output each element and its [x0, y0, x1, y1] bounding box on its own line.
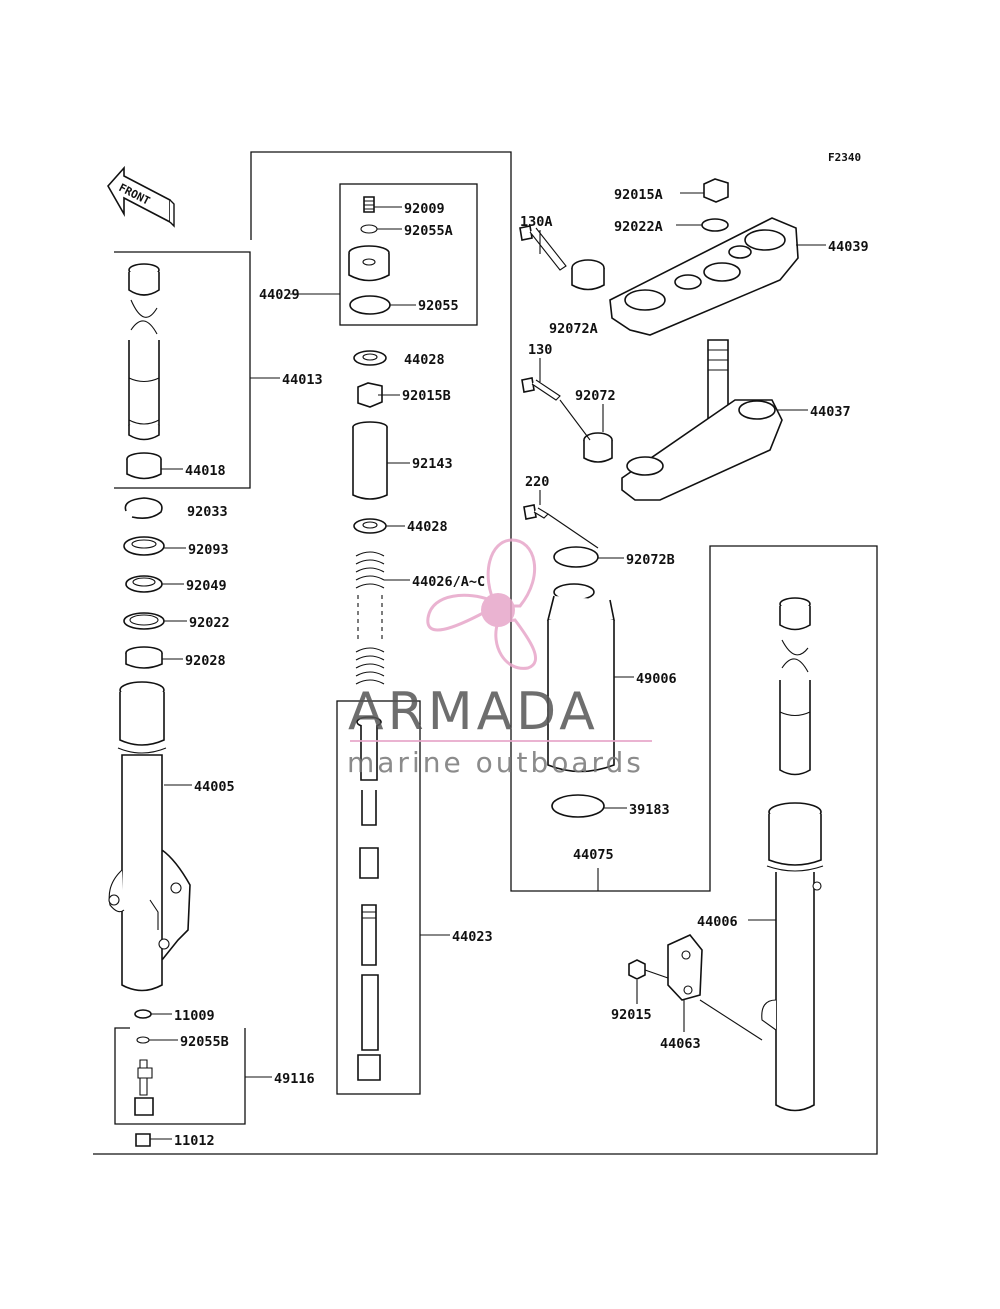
label-92072A: 92072A	[549, 321, 598, 337]
label-92143: 92143	[412, 456, 453, 472]
damper-rod-44023	[356, 716, 382, 1081]
label-92015A: 92015A	[614, 187, 663, 203]
bolt-220	[523, 504, 549, 520]
label-220: 220	[525, 474, 549, 490]
label-44026: 44026/A~C	[412, 574, 485, 590]
label-92055B: 92055B	[180, 1034, 229, 1050]
group-part-labels: 92009 92055A 44029 92055 44028 92015B 92…	[174, 187, 869, 1149]
drain-bolt-49116	[134, 1059, 154, 1116]
washer-92022A	[701, 218, 729, 232]
watermark: ARMADA marine outboards	[347, 538, 652, 779]
label-92022: 92022	[189, 615, 230, 631]
label-44028-upper: 44028	[404, 352, 445, 368]
o-ring-92055A	[360, 224, 378, 234]
bolt-130A	[519, 225, 567, 271]
watermark-title: ARMADA	[348, 682, 599, 742]
label-92072B: 92072B	[626, 552, 675, 568]
label-44005: 44005	[194, 779, 235, 795]
cap-bolt-44029	[348, 245, 390, 282]
label-130A: 130A	[520, 214, 553, 230]
screw-92009	[363, 196, 375, 213]
label-44028-lower: 44028	[407, 519, 448, 535]
label-92049: 92049	[186, 578, 227, 594]
label-49116: 49116	[274, 1071, 315, 1087]
label-92033: 92033	[187, 504, 228, 520]
bushing-92028	[125, 646, 163, 669]
washer-92049	[125, 575, 163, 593]
front-arrow-icon: FRONT	[107, 165, 175, 228]
fork-inner-tube-left	[128, 263, 160, 441]
label-49006: 49006	[636, 671, 677, 687]
fork-outer-tube-44005	[108, 681, 191, 992]
label-92028: 92028	[185, 653, 226, 669]
nut-92015A	[703, 178, 729, 203]
fork-boot-49006	[547, 583, 615, 773]
label-44039: 44039	[828, 239, 869, 255]
collar-92143	[352, 421, 388, 500]
watermark-subtitle: marine outboards	[347, 746, 644, 779]
label-92022A: 92022A	[614, 219, 663, 235]
clamp-92072A	[571, 259, 605, 291]
o-ring-92055	[349, 295, 391, 315]
label-130: 130	[528, 342, 552, 358]
label-92093: 92093	[188, 542, 229, 558]
label-44037: 44037	[810, 404, 851, 420]
label-44023: 44023	[452, 929, 493, 945]
label-92015: 92015	[611, 1007, 652, 1023]
fork-outer-tube-44006	[761, 802, 824, 1112]
holder-44063	[667, 934, 703, 1001]
label-92072: 92072	[575, 388, 616, 404]
label-44029: 44029	[259, 287, 300, 303]
label-39183: 39183	[629, 802, 670, 818]
lower-bracket-44037	[621, 339, 783, 501]
washer-92022	[123, 612, 165, 630]
label-44075: 44075	[573, 847, 614, 863]
spring-44026	[355, 551, 385, 685]
label-44013: 44013	[282, 372, 323, 388]
clamp-92072B	[553, 546, 599, 568]
spacer-44028-lower	[353, 518, 387, 534]
cap-11012	[135, 1133, 151, 1147]
label-92055: 92055	[418, 298, 459, 314]
group-leader-lines	[149, 192, 826, 1140]
nut-92015B	[357, 382, 383, 408]
nut-92015	[628, 959, 646, 980]
gasket-11009	[134, 1009, 152, 1019]
upper-bracket-44039	[609, 217, 799, 336]
label-92015B: 92015B	[402, 388, 451, 404]
clamp-92072	[583, 432, 613, 463]
label-11012: 11012	[174, 1133, 215, 1149]
label-44006: 44006	[697, 914, 738, 930]
label-44018: 44018	[185, 463, 226, 479]
fork-inner-tube-right	[779, 597, 811, 776]
diagram-code: F2340	[828, 151, 861, 164]
label-44063: 44063	[660, 1036, 701, 1052]
spacer-44028-upper	[353, 350, 387, 366]
circlip-92033	[124, 497, 163, 519]
label-11009: 11009	[174, 1008, 215, 1024]
label-92055A: 92055A	[404, 223, 453, 239]
bolt-130	[521, 377, 561, 401]
group-frames	[93, 151, 878, 1155]
oil-seal-92093	[123, 536, 165, 556]
o-ring-92055B	[136, 1036, 150, 1044]
label-92009: 92009	[404, 201, 445, 217]
clamp-39183	[551, 794, 605, 818]
bushing-44018	[126, 452, 162, 480]
propeller-logo-icon	[426, 538, 538, 670]
